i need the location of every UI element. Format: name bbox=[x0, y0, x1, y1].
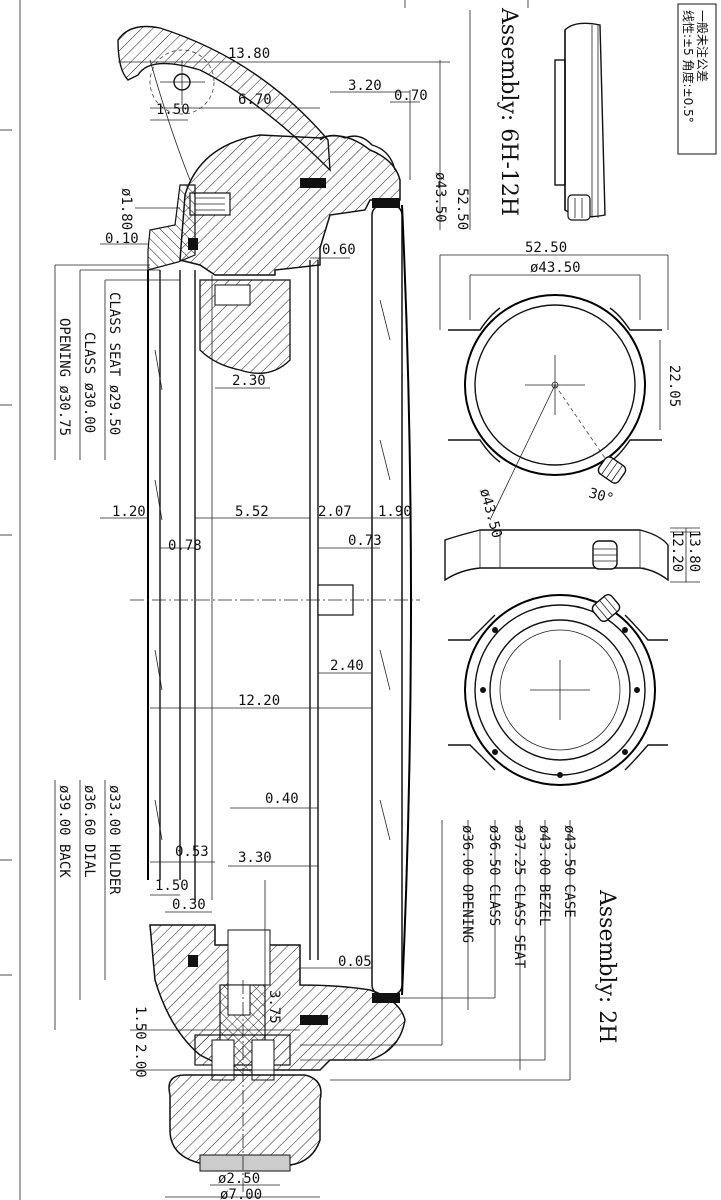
callout-class-seat: CLASS SEAT ø29.50 bbox=[106, 292, 122, 435]
dim-0-60: 0.60 bbox=[322, 242, 356, 258]
side-h1: 13.80 bbox=[686, 530, 702, 572]
dim-dia-7-00: ø7.00 bbox=[220, 1187, 262, 1200]
dim-6-70: 6.70 bbox=[238, 92, 272, 108]
dim-1-50-mid: 1.50 bbox=[155, 878, 189, 894]
tolerance-line2: 线性:±5 角度:±0.5° bbox=[681, 10, 696, 123]
callout-case: ø43.50 CASE bbox=[561, 825, 577, 918]
crown bbox=[168, 1074, 322, 1167]
frame-lines bbox=[0, 0, 529, 1200]
callout-opening-2: ø36.00 OPENING bbox=[459, 825, 475, 943]
dim-1-50-top: 1.50 bbox=[156, 102, 190, 118]
dim-3-75: 3.75 bbox=[266, 990, 282, 1024]
dim-12-20: 12.20 bbox=[238, 693, 280, 709]
main-section-view bbox=[117, 25, 420, 1195]
dim-0-30: 0.30 bbox=[172, 897, 206, 913]
dim-0-73: 0.73 bbox=[348, 533, 382, 549]
case-lower bbox=[149, 924, 406, 1071]
callout-dial: ø36.60 DIAL bbox=[81, 785, 97, 878]
front-width: 52.50 bbox=[525, 240, 567, 256]
title-top: Assembly: 6H-12H bbox=[496, 7, 521, 216]
case-upper bbox=[179, 134, 401, 276]
front-view bbox=[439, 254, 669, 521]
front-lug: 22.05 bbox=[666, 365, 682, 407]
callout-holder: ø33.00 HOLDER bbox=[106, 785, 122, 895]
front-angle: 30° bbox=[587, 485, 616, 507]
side-view-top bbox=[554, 22, 606, 221]
dim-1-50-low: 1.50 bbox=[132, 1006, 148, 1040]
callout-class-seat-2: ø37.25 CLASS SEAT bbox=[511, 825, 527, 969]
main-dimension-lines bbox=[54, 10, 571, 1198]
dim-3-30: 3.30 bbox=[238, 850, 272, 866]
tolerance-box bbox=[677, 3, 717, 155]
dim-2-40: 2.40 bbox=[330, 658, 364, 674]
callout-opening: OPENING ø30.75 bbox=[56, 318, 72, 436]
front-dia: ø43.50 bbox=[530, 260, 581, 276]
dim-0-78: 0.78 bbox=[168, 538, 202, 554]
side-view-middle bbox=[444, 527, 700, 583]
back-view bbox=[448, 593, 668, 786]
dim-3-20: 3.20 bbox=[348, 78, 382, 94]
dim-5-52: 5.52 bbox=[235, 504, 269, 520]
callout-class: CLASS ø30.00 bbox=[81, 332, 97, 433]
dim-dia-43-50: ø43.50 bbox=[432, 172, 448, 223]
dim-2-30: 2.30 bbox=[232, 373, 266, 389]
dim-0-10: 0.10 bbox=[105, 231, 139, 247]
callout-bezel: ø43.00 BEZEL bbox=[536, 825, 552, 926]
dim-1-20: 1.20 bbox=[112, 504, 146, 520]
side-h2: 12.20 bbox=[669, 530, 685, 572]
dim-0-53: 0.53 bbox=[175, 844, 209, 860]
callout-back: ø39.00 BACK bbox=[56, 785, 72, 878]
dim-2-00: 2.00 bbox=[132, 1044, 148, 1078]
callout-class-2: ø36.50 CLASS bbox=[486, 825, 502, 926]
dim-0-40: 0.40 bbox=[265, 791, 299, 807]
dim-52-50: 52.50 bbox=[454, 188, 470, 230]
dim-2-07: 2.07 bbox=[318, 504, 352, 520]
dim-1-90: 1.90 bbox=[378, 504, 412, 520]
dim-dia-1-80: ø1.80 bbox=[118, 188, 134, 230]
tolerance-line1: 一般未注公差 bbox=[695, 10, 710, 82]
dim-dia-2-50: ø2.50 bbox=[218, 1171, 260, 1187]
title-bottom: Assembly: 2H bbox=[594, 889, 619, 1043]
dim-13-80: 13.80 bbox=[228, 46, 270, 62]
dim-0-05: 0.05 bbox=[338, 954, 372, 970]
dim-0-70: 0.70 bbox=[394, 88, 428, 104]
